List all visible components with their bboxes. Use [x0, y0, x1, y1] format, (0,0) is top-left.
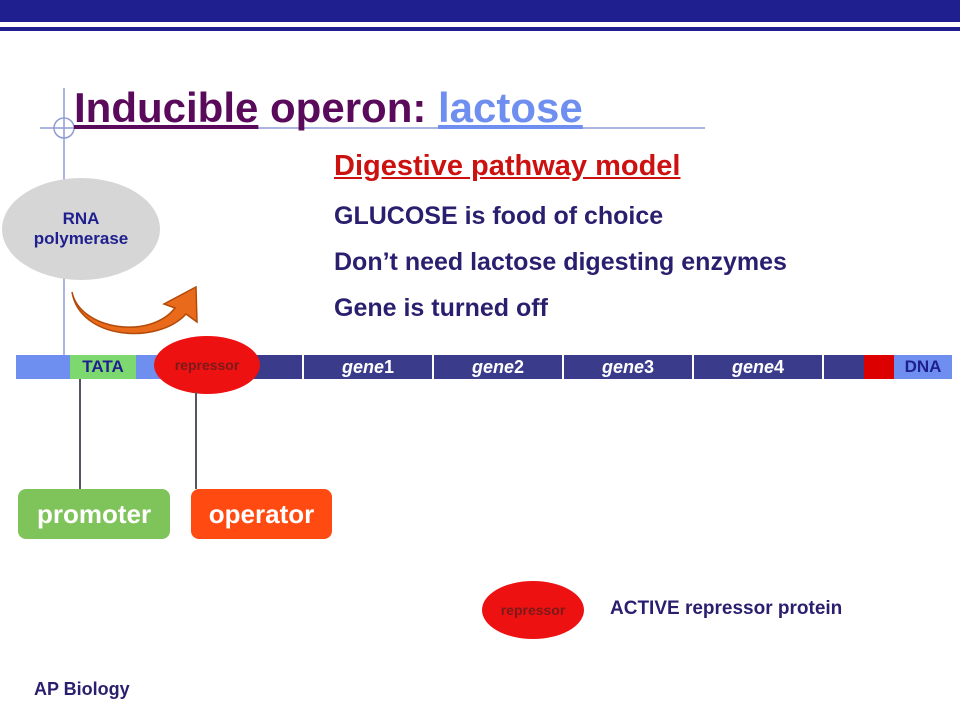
title-lactose: lactose: [438, 84, 583, 131]
gene-4-name: gene: [731, 357, 774, 377]
gene-1-num: 1: [384, 357, 395, 377]
gene-1-name: gene: [341, 357, 384, 377]
promoter-label: promoter: [18, 489, 170, 539]
operator-label: operator: [191, 489, 332, 539]
curved-arrow-icon: [71, 285, 198, 335]
gene-1: [304, 355, 432, 379]
title-inducible: Inducible: [74, 84, 259, 131]
gene-3-name: gene: [601, 357, 644, 377]
promoter-connector: [79, 379, 81, 489]
operator-connector: [195, 392, 197, 489]
gene-2-num: 2: [514, 357, 525, 377]
bullet-3: Gene is turned off: [334, 294, 548, 322]
gene-2-label: gene2: [434, 355, 562, 379]
title-operon: operon:: [258, 84, 439, 131]
bullet-1: GLUCOSE is food of choice: [334, 202, 664, 230]
footer: AP Biology: [34, 679, 130, 699]
gene-3-num: 3: [644, 357, 655, 377]
crosshair-circle: [53, 117, 75, 139]
subtitle: Digestive pathway model: [334, 150, 681, 182]
gene-4-label: gene4: [694, 355, 822, 379]
legend-text: ACTIVE repressor protein: [610, 598, 843, 619]
gene-4-num: 4: [774, 357, 785, 377]
rna-polymerase: RNA polymerase: [2, 178, 160, 280]
dna-segment-tail: [824, 355, 864, 379]
repressor-bound: repressor: [154, 336, 260, 394]
gene-2: [434, 355, 562, 379]
gene-1-label: gene1: [304, 355, 432, 379]
gene-2-name: gene: [471, 357, 514, 377]
repressor-legend-icon: repressor: [482, 581, 584, 639]
dna-segment-start: [16, 355, 72, 379]
dna-label: DNA: [894, 355, 952, 379]
gene-3: [564, 355, 692, 379]
gene-4: [694, 355, 822, 379]
rna-polymerase-line2: polymerase: [33, 229, 129, 248]
page-title: Inducible operon: lactose: [74, 84, 583, 132]
rna-polymerase-line1: RNA: [62, 209, 100, 228]
dna-terminator: [864, 355, 894, 379]
top-bar-line: [0, 27, 960, 31]
gene-3-label: gene3: [564, 355, 692, 379]
top-bar: [0, 0, 960, 22]
bullet-2: Don’t need lactose digesting enzymes: [334, 248, 787, 276]
tata-box: TATA: [70, 355, 136, 379]
